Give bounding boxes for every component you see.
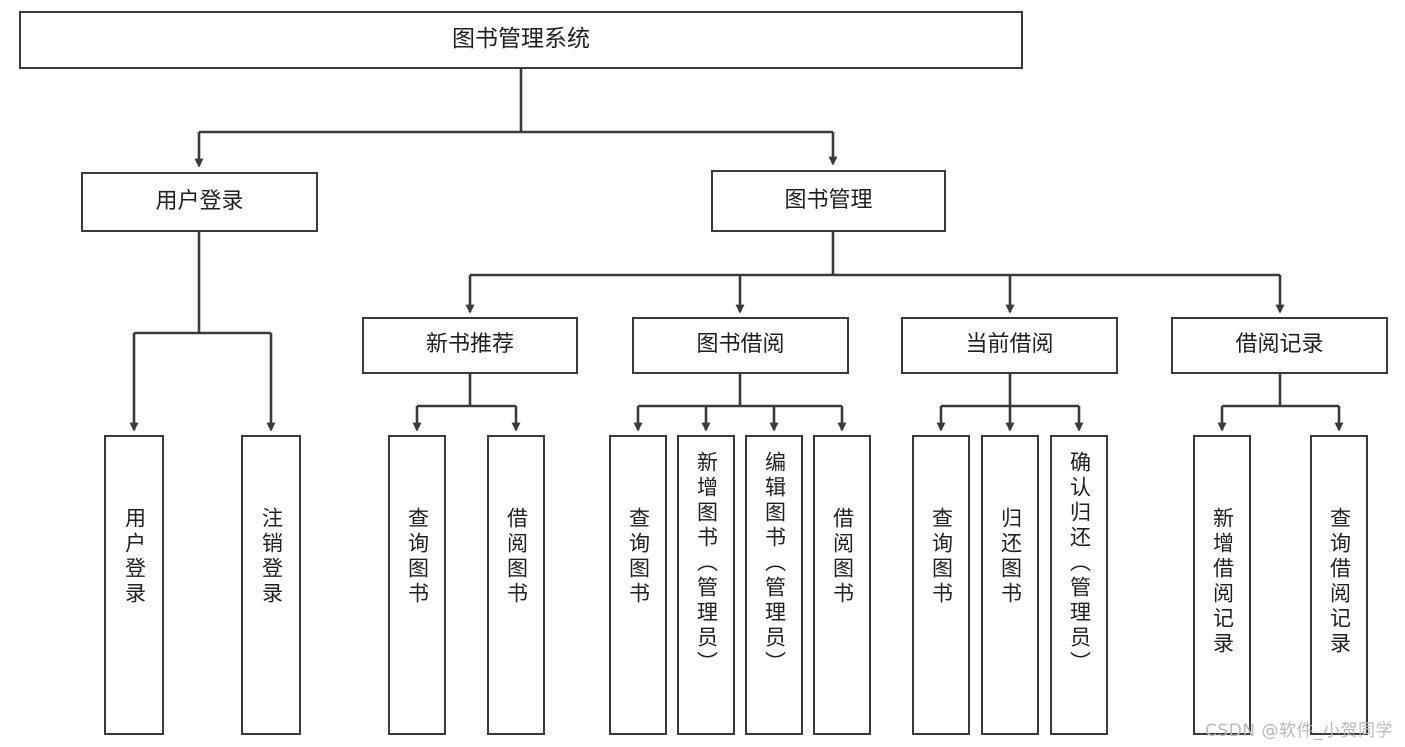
watermark-text: CSDN @软件_小贺同学 [1205,721,1393,741]
leaf-current-query-book[interactable]: 查询图书 [912,435,970,735]
leaf-user-login-signin[interactable]: 用户登录 [104,435,164,735]
leaf-borrow-add-book-label: 新增图书（管理员） [694,451,719,676]
leaf-new-book-borrow-label: 借阅图书 [504,507,529,607]
node-book-borrow[interactable]: 图书借阅 [632,317,849,374]
leaf-user-login-signin-label: 用户登录 [122,507,147,607]
leaf-borrow-query-book[interactable]: 查询图书 [609,435,667,735]
leaf-current-confirm-return[interactable]: 确认归还（管理员） [1050,435,1108,735]
node-borrow-record-label: 借阅记录 [1235,332,1324,358]
node-book-borrow-label: 图书借阅 [696,332,785,358]
node-borrow-record[interactable]: 借阅记录 [1171,317,1388,374]
leaf-new-book-borrow[interactable]: 借阅图书 [487,435,545,735]
node-current-borrow[interactable]: 当前借阅 [901,317,1118,374]
leaf-new-book-query[interactable]: 查询图书 [388,435,446,735]
leaf-current-return-book-label: 归还图书 [998,507,1023,607]
leaf-record-add[interactable]: 新增借阅记录 [1193,435,1251,735]
leaf-record-query[interactable]: 查询借阅记录 [1310,435,1368,735]
leaf-record-query-label: 查询借阅记录 [1327,507,1352,657]
leaf-record-add-label: 新增借阅记录 [1210,507,1235,657]
leaf-current-return-book[interactable]: 归还图书 [981,435,1039,735]
leaf-borrow-borrow-book-label: 借阅图书 [830,507,855,607]
leaf-borrow-edit-book-label: 编辑图书（管理员） [762,451,787,676]
node-book-management[interactable]: 图书管理 [711,170,946,232]
leaf-borrow-add-book[interactable]: 新增图书（管理员） [677,435,735,735]
node-current-borrow-label: 当前借阅 [965,332,1054,358]
leaf-borrow-edit-book[interactable]: 编辑图书（管理员） [745,435,803,735]
node-new-book-recommend-label: 新书推荐 [425,332,514,358]
leaf-current-query-book-label: 查询图书 [929,507,954,607]
node-new-book-recommend[interactable]: 新书推荐 [362,317,578,374]
node-user-login-label: 用户登录 [155,188,244,214]
node-root-system[interactable]: 图书管理系统 [19,11,1023,69]
node-user-login[interactable]: 用户登录 [81,172,318,232]
leaf-borrow-borrow-book[interactable]: 借阅图书 [813,435,871,735]
leaf-current-confirm-return-label: 确认归还（管理员） [1067,451,1092,676]
node-root-system-label: 图书管理系统 [452,26,590,53]
node-book-management-label: 图书管理 [784,187,873,213]
leaf-borrow-query-book-label: 查询图书 [626,507,651,607]
leaf-user-login-signout-label: 注销登录 [259,507,284,607]
leaf-new-book-query-label: 查询图书 [405,507,430,607]
leaf-user-login-signout[interactable]: 注销登录 [241,435,301,735]
